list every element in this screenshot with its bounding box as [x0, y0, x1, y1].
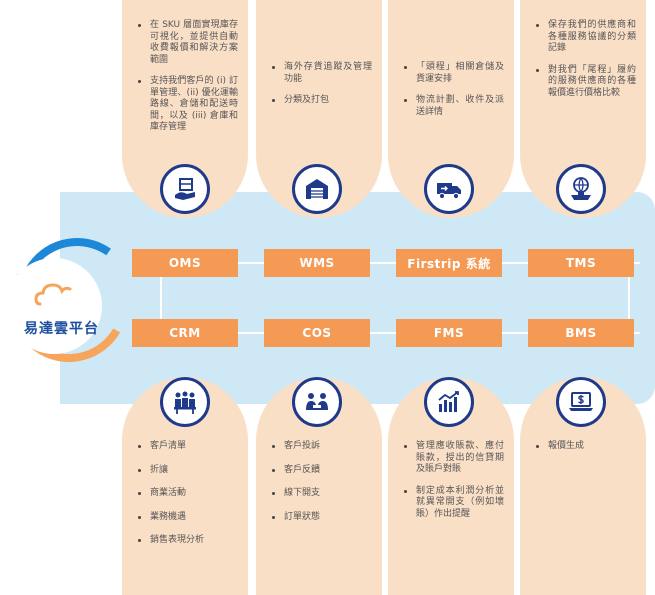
- module-label: COS: [302, 326, 332, 340]
- list-item: 分類及打包: [270, 95, 372, 107]
- module-label: WMS: [299, 256, 335, 270]
- list-item: 客戶投訴: [270, 441, 372, 453]
- box-hand-icon: [160, 164, 210, 214]
- list-item: 折讓: [136, 465, 238, 477]
- list-item: 管理應收賬款、應付賬款，授出的信貸期及賬戶對賬: [402, 441, 504, 476]
- oms-bullet-list: 在 SKU 層面實現庫存可視化，並提供自動收費報價和解決方案範圍 支持我們客戶的…: [136, 20, 238, 144]
- crm-bullet-list: 客戶清單 折讓 商業活動 業務機遇 銷售表現分析: [136, 441, 238, 559]
- module-label: BMS: [565, 326, 597, 340]
- bar-chart-icon: [424, 377, 474, 427]
- module-box-crm[interactable]: CRM: [132, 319, 238, 347]
- list-item: 對我們「尾程」履約的服務供應商的各種報價進行價格比較: [534, 65, 636, 100]
- connector-left: [160, 262, 162, 334]
- delivery-truck-icon: [424, 164, 474, 214]
- list-item: 客戶清單: [136, 441, 238, 453]
- cos-bullet-list: 客戶投訴 客戶反饋 線下開支 訂單狀態: [270, 441, 372, 535]
- firstrip-bullet-list: 「頭程」相關倉儲及貨運安排 物流計劃、收件及派送詳情: [402, 62, 504, 128]
- list-item: 訂單狀態: [270, 512, 372, 524]
- module-box-fms[interactable]: FMS: [396, 319, 502, 347]
- connector-right: [628, 262, 630, 334]
- module-label: FMS: [433, 326, 465, 340]
- wms-bullet-list: 海外存貨追蹤及管理功能 分類及打包: [270, 62, 372, 117]
- list-item: 客戶反饋: [270, 465, 372, 477]
- list-item: 商業活動: [136, 488, 238, 500]
- module-label: CRM: [169, 326, 201, 340]
- list-item: 銷售表現分析: [136, 535, 238, 547]
- list-item: 業務機遇: [136, 512, 238, 524]
- list-item: 線下開支: [270, 488, 372, 500]
- customer-service-icon: [292, 377, 342, 427]
- module-label: Firstrip 系統: [407, 256, 491, 271]
- module-box-wms[interactable]: WMS: [264, 249, 370, 277]
- warehouse-icon: [292, 164, 342, 214]
- module-box-firstrip[interactable]: Firstrip 系統: [396, 249, 502, 277]
- globe-ship-icon: [556, 164, 606, 214]
- platform-name: 易達雲平台: [24, 321, 99, 337]
- platform-logo: 易達雲平台: [0, 228, 146, 376]
- module-box-tms[interactable]: TMS: [528, 249, 634, 277]
- module-label: OMS: [168, 256, 202, 270]
- list-item: 報價生成: [534, 441, 636, 453]
- module-label: TMS: [565, 256, 597, 270]
- list-item: 制定成本利潤分析並就異常開支（例如壞賬）作出提醒: [402, 486, 504, 521]
- tms-bullet-list: 保存我們的供應商和各種服務協議的分類記錄 對我們「尾程」履約的服務供應商的各種報…: [534, 20, 636, 109]
- list-item: 保存我們的供應商和各種服務協議的分類記錄: [534, 20, 636, 55]
- connector-top-row: [150, 262, 640, 264]
- list-item: 支持我們客戶的 (i) 訂單管理、(ii) 優化運輸路線、倉儲和配送時間，以及 …: [136, 76, 238, 134]
- list-item: 物流計劃、收件及派送詳情: [402, 95, 504, 118]
- list-item: 海外存貨追蹤及管理功能: [270, 62, 372, 85]
- logo-disc: 易達雲平台: [6, 258, 102, 354]
- team-meeting-icon: [160, 377, 210, 427]
- module-box-oms[interactable]: OMS: [132, 249, 238, 277]
- platform-band: [92, 192, 655, 404]
- module-box-bms[interactable]: BMS: [528, 319, 634, 347]
- connector-bottom-row: [150, 332, 640, 334]
- cloud-icon: [34, 283, 72, 306]
- list-item: 在 SKU 層面實現庫存可視化，並提供自動收費報價和解決方案範圍: [136, 20, 238, 66]
- tms-description-card: 保存我們的供應商和各種服務協議的分類記錄 對我們「尾程」履約的服務供應商的各種報…: [520, 0, 646, 218]
- fms-bullet-list: 管理應收賬款、應付賬款，授出的信貸期及賬戶對賬 制定成本利潤分析並就異常開支（例…: [402, 441, 504, 530]
- list-item: 「頭程」相關倉儲及貨運安排: [402, 62, 504, 85]
- invoice-laptop-icon: [556, 377, 606, 427]
- module-box-cos[interactable]: COS: [264, 319, 370, 347]
- bms-bullet-list: 報價生成: [534, 441, 636, 465]
